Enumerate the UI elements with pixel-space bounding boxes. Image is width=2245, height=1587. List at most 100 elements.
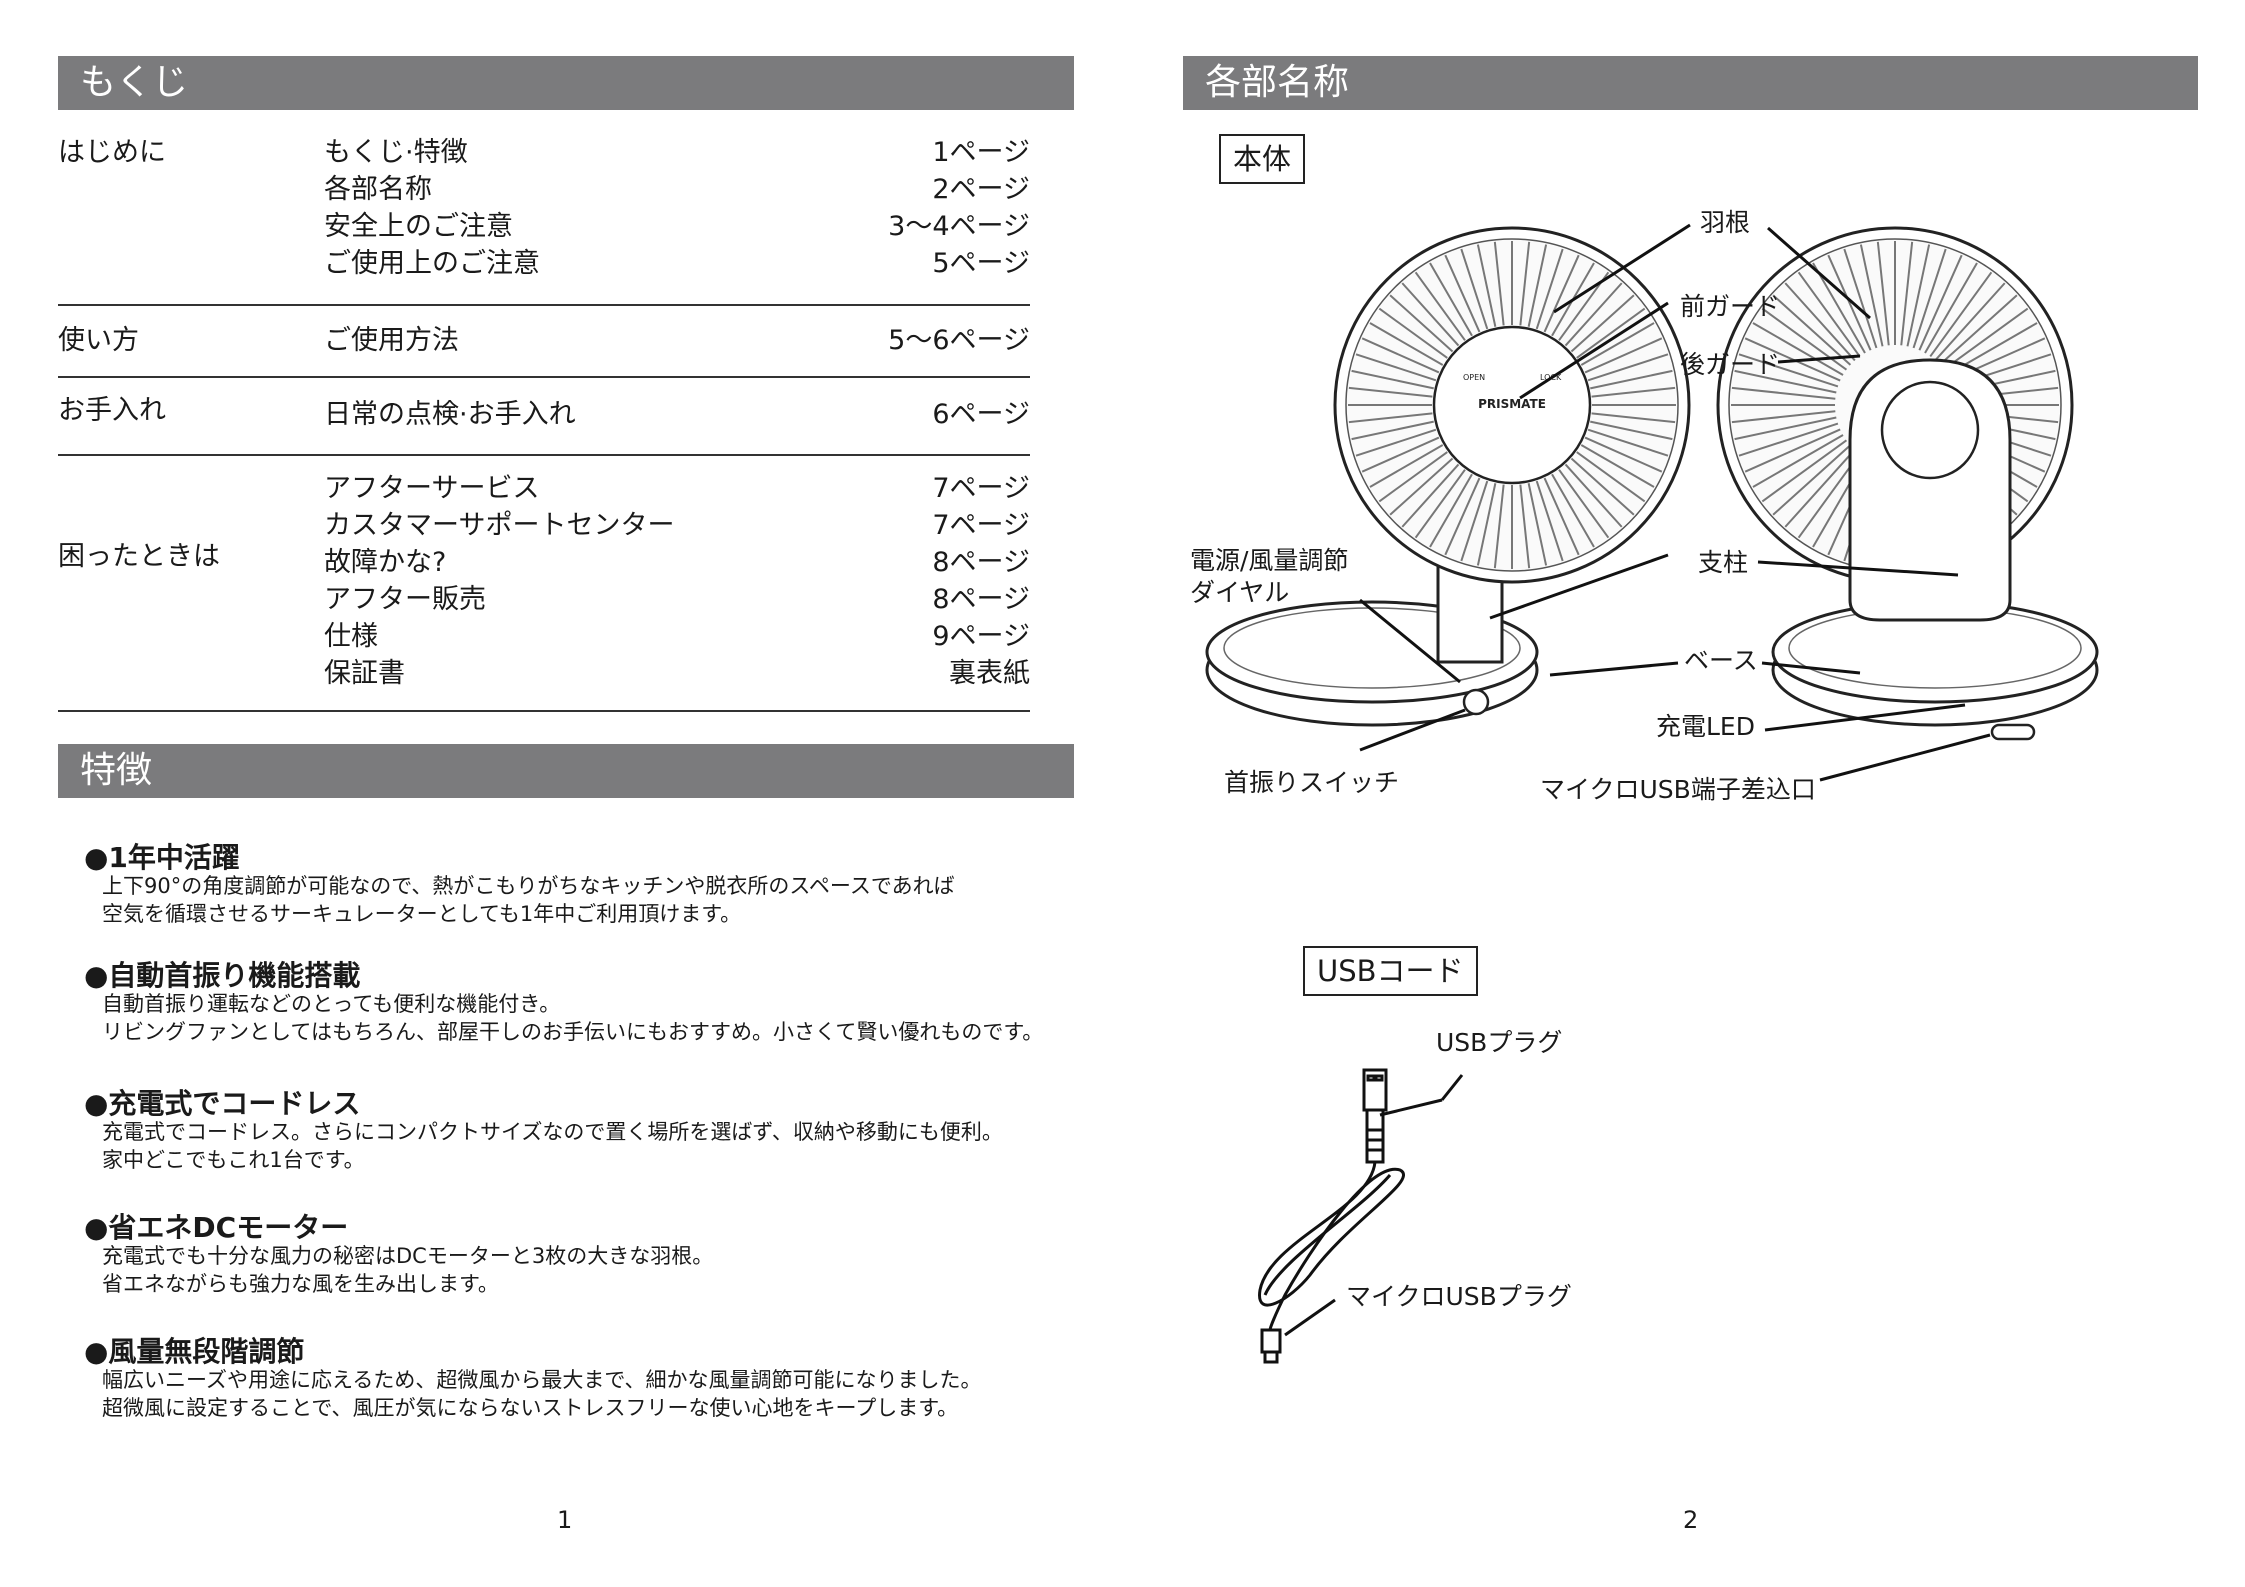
feature-heading: ●充電式でコードレス xyxy=(84,1087,361,1120)
fan-guard-spoke xyxy=(1580,322,1655,366)
fan-guard-spoke xyxy=(1414,469,1466,539)
toc-divider xyxy=(58,454,1030,456)
features-title: 特徴 xyxy=(80,750,153,791)
feature-text: 上下90°の角度調節が可能なので、熱がこもりがちなキッチンや脱衣所のスペースであ… xyxy=(102,874,955,898)
feature-text: 充電式でも十分な風力の秘密はDCモーターと3枚の大きな羽根。 xyxy=(102,1244,714,1268)
fan-guard-spoke xyxy=(1761,439,1848,503)
toc-item: 各部名称 xyxy=(324,174,432,205)
fan-guard-spoke xyxy=(1493,241,1505,326)
fan-guard-spoke xyxy=(1752,434,1844,488)
toc-page: 8ページ xyxy=(932,547,1030,578)
fan-guard-spoke xyxy=(1369,444,1444,488)
toc-divider xyxy=(58,710,1030,712)
page-number-right: 2 xyxy=(1683,1506,1699,1534)
toc-section-name: 困ったときは xyxy=(58,541,220,572)
front-fan-illustration: PRISMATE OPEN LOCK xyxy=(1205,226,1691,727)
fan-guard-spoke xyxy=(1761,307,1848,371)
fan-guard-spoke xyxy=(1351,369,1434,390)
feature-text: リビングファンとしてはもちろん、部屋干しのお手伝いにもおすすめ。小さくて賢い優れ… xyxy=(102,1020,1044,1044)
fan-guard-spoke xyxy=(1918,254,1963,351)
fan-guard-spoke xyxy=(1576,307,1646,359)
toc-page: 6ページ xyxy=(932,399,1030,430)
toc-item: 故障かな? xyxy=(324,547,447,578)
fan-guard-spoke xyxy=(1535,480,1564,562)
fan-guard-spoke xyxy=(1744,428,1841,473)
toc-page: 2ページ xyxy=(932,174,1030,205)
fan-guard-spoke xyxy=(1378,451,1448,503)
fan-guard-spoke xyxy=(1584,337,1663,374)
fan-guard-spoke xyxy=(1361,436,1440,473)
toc-divider xyxy=(58,376,1030,378)
label-micro-usb-plug: マイクロUSBプラグ xyxy=(1346,1282,1572,1311)
fan-guard-spoke xyxy=(1444,254,1481,333)
label-blade: 羽根 xyxy=(1700,208,1751,237)
toc-section-usage: 使い方 ご使用方法 5〜6ページ xyxy=(58,322,1030,362)
feature-text: 省エネながらも強力な風を生み出します。 xyxy=(102,1272,499,1296)
feature-heading: ●風量無段階調節 xyxy=(84,1335,305,1368)
feature-text: 自動首振り運転などのとっても便利な機能付き。 xyxy=(102,992,561,1016)
fan-guard-spoke xyxy=(1401,463,1460,528)
usb-cord-diagram xyxy=(1258,1068,1464,1364)
fan-guard-spoke xyxy=(1444,477,1481,556)
toc-item: アフター販売 xyxy=(324,584,486,615)
toc-item: カスタマーサポートセンター xyxy=(324,510,675,541)
label-dial-line2: ダイヤル xyxy=(1190,578,1290,607)
toc-item: 日常の点検·お手入れ xyxy=(324,399,576,430)
fan-guard-spoke xyxy=(1355,428,1437,457)
toc-item: 安全上のご注意 xyxy=(324,211,513,242)
fan-guard-spoke xyxy=(1591,386,1676,398)
fan-guard-spoke xyxy=(1772,294,1852,366)
fan-guard-spoke xyxy=(1876,241,1890,346)
fan-guard-spoke xyxy=(1378,307,1448,359)
toc-item: ご使用方法 xyxy=(324,325,459,356)
body-label-box: 本体 xyxy=(1219,134,1306,184)
fan-guard-spoke xyxy=(1938,294,2018,366)
toc-page: 裏表紙 xyxy=(949,658,1030,689)
feature-text: 幅広いニーズや用途に応えるため、超微風から最大まで、細かな風量調節可能になりまし… xyxy=(102,1368,982,1392)
fan-guard-spoke xyxy=(1564,463,1623,528)
fan-guard-spoke xyxy=(1906,244,1931,347)
fan-brand-text: PRISMATE xyxy=(1478,397,1546,411)
fan-guard-spoke xyxy=(1551,473,1595,548)
toc-title: もくじ xyxy=(80,62,189,103)
toc-item: 保証書 xyxy=(324,658,405,689)
fan-guard-spoke xyxy=(1576,451,1646,503)
feature-text: 空気を循環させるサーキュレーターとしても1年中ご利用頂けます。 xyxy=(102,902,742,926)
fan-guard-spoke xyxy=(1734,416,1837,441)
fan-guard-spoke xyxy=(1348,386,1433,398)
toc-item: ご使用上のご注意 xyxy=(324,248,540,279)
fan-guard-spoke xyxy=(1772,444,1852,516)
toc-item: もくじ·特徴 xyxy=(324,137,468,168)
fan-guard-spoke xyxy=(1543,254,1580,333)
fan-guard-spoke xyxy=(1934,282,2006,362)
fan-guard-spoke xyxy=(1584,436,1663,473)
fan-guard-spoke xyxy=(1912,248,1947,349)
fan-guard-spoke xyxy=(1519,241,1531,326)
fan-guard-spoke xyxy=(1460,480,1489,562)
toc-title-bar: もくじ xyxy=(58,56,1074,110)
toc-item: 仕様 xyxy=(324,621,378,652)
label-dial-line1: 電源/風量調節 xyxy=(1190,546,1349,575)
toc-page: 7ページ xyxy=(932,510,1030,541)
fan-guard-spoke xyxy=(1476,483,1497,566)
label-charge-led: 充電LED xyxy=(1656,712,1755,741)
toc-page: 9ページ xyxy=(932,621,1030,652)
toc-section-name: お手入れ xyxy=(58,395,166,426)
feature-heading: ●省エネDCモーター xyxy=(84,1211,349,1244)
usb-cord-label-box: USBコード xyxy=(1303,946,1478,996)
fan-guard-spoke xyxy=(1527,244,1548,327)
label-pillar: 支柱 xyxy=(1698,548,1749,577)
fan-guard-spoke xyxy=(1476,244,1497,327)
fan-guard-spoke xyxy=(1570,294,1635,353)
fan-guard-spoke xyxy=(1429,473,1473,548)
fan-guard-spoke xyxy=(1558,469,1610,539)
page-number-left: 1 xyxy=(557,1506,573,1534)
toc-item: アフターサービス xyxy=(324,473,540,504)
label-base: ベース xyxy=(1684,646,1758,675)
fan-guard-spoke xyxy=(1784,448,1856,528)
fan-guard-spoke xyxy=(1351,420,1434,441)
fan-guard-spoke xyxy=(1924,262,1978,354)
label-front-guard: 前ガード xyxy=(1680,292,1781,321)
toc-section-trouble: 困ったときは アフターサービス 7ページ カスタマーサポートセンター 7ページ … xyxy=(58,470,1030,700)
feature-text: 家中どこでもこれ1台です。 xyxy=(102,1148,365,1172)
